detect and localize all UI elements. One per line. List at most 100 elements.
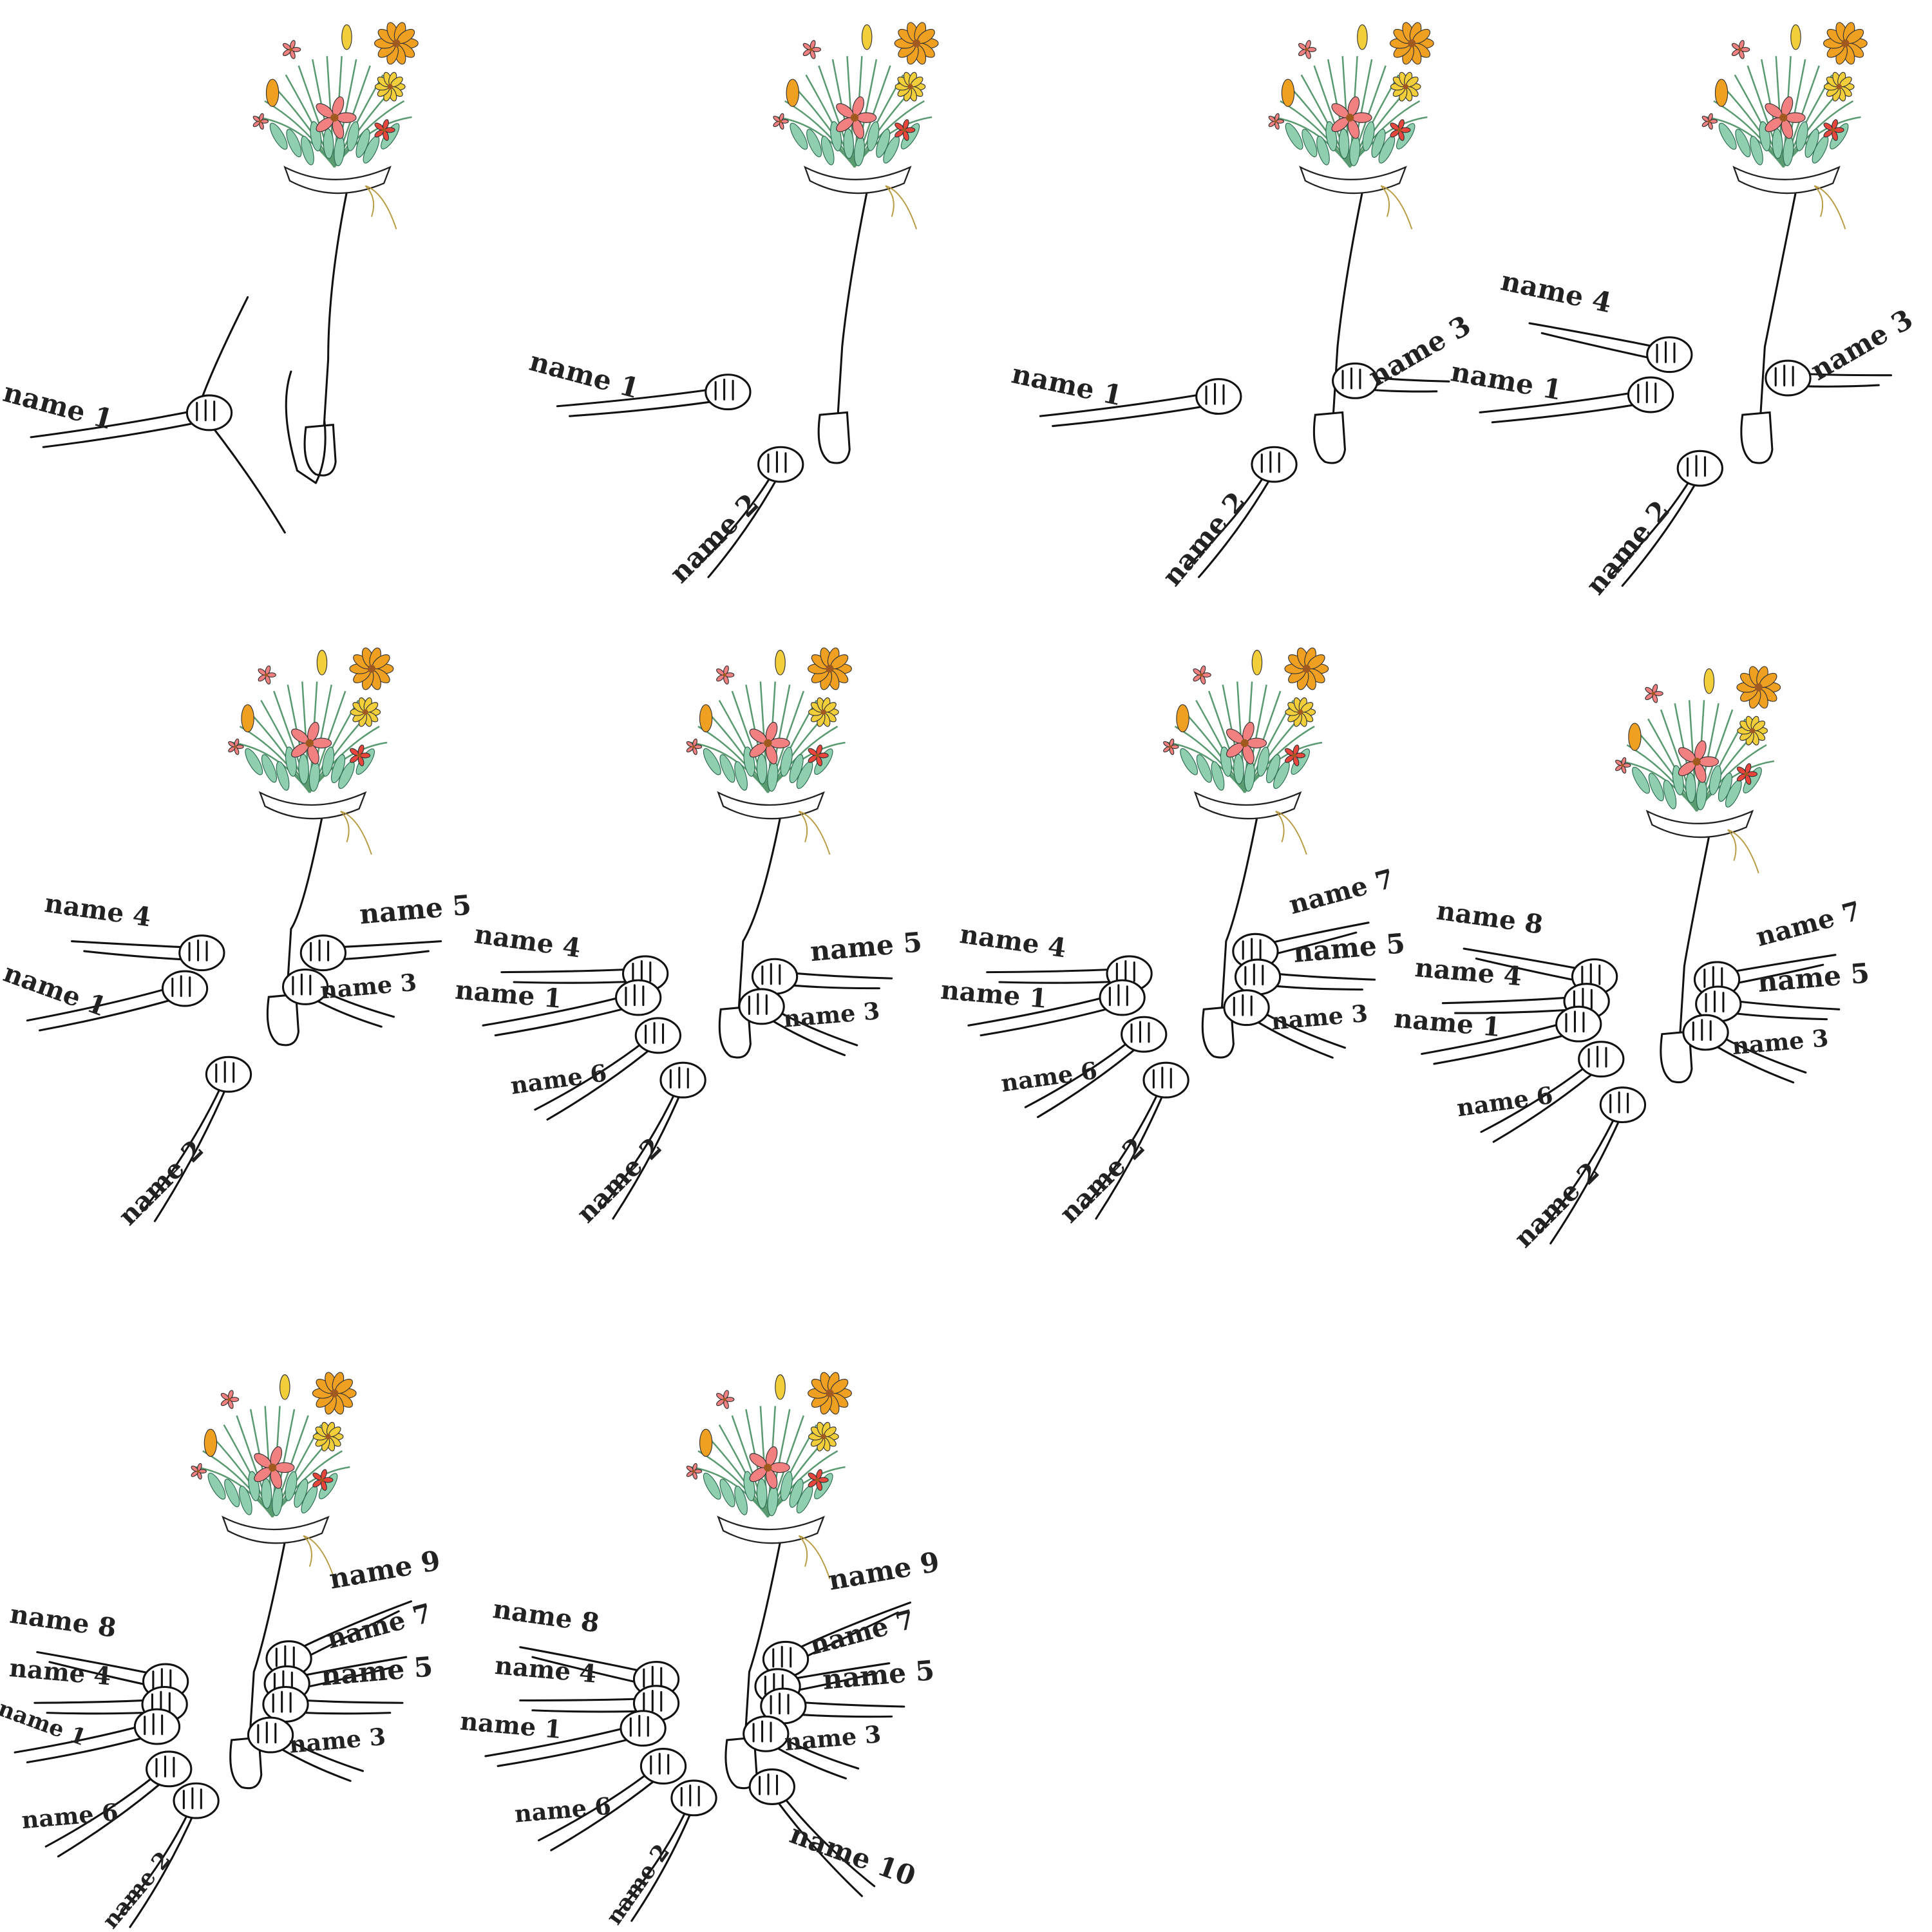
- name-label: name 6: [21, 1798, 119, 1834]
- hand-icon: [718, 1005, 752, 1059]
- hand-icon: [1201, 1005, 1235, 1059]
- name-label: name 1: [0, 1696, 90, 1751]
- hand-icon: [1740, 411, 1774, 464]
- flower-icon: [1298, 40, 1317, 59]
- parent-arm: [321, 191, 348, 460]
- flower-icon: [1390, 119, 1411, 141]
- name-label: name 3: [288, 1723, 386, 1759]
- name-label: name 5: [358, 888, 473, 930]
- flower-icon: [258, 665, 276, 685]
- flower-icon: [808, 1372, 852, 1415]
- name-label: name 4: [43, 887, 153, 933]
- parent-arm: [1677, 835, 1710, 1066]
- hand-icon: [1099, 979, 1146, 1016]
- flower-icon: [1284, 744, 1306, 766]
- hand-icon: [1578, 1041, 1625, 1078]
- child-hand: [1083, 1061, 1189, 1220]
- flower-icon: [1268, 113, 1285, 130]
- name-label: name 2: [663, 487, 764, 589]
- child-hand: [117, 1782, 220, 1928]
- child-hand: [247, 1716, 364, 1782]
- name-label: name 1: [0, 375, 117, 435]
- flower-bouquet-icon: [228, 647, 394, 855]
- flower-icon: [1678, 740, 1719, 783]
- name-label: name 6: [999, 1056, 1099, 1097]
- flower-icon: [895, 71, 926, 102]
- hand-icon: [173, 1782, 220, 1819]
- name-label: name 4: [1498, 264, 1615, 319]
- child-hand: [743, 1715, 860, 1780]
- flower-bouquet-icon: [1268, 22, 1434, 230]
- flower-icon: [808, 744, 829, 766]
- hand-icon: [615, 979, 662, 1016]
- child-hand: [1421, 1005, 1602, 1065]
- child-hand: [1682, 1014, 1807, 1084]
- hand-icon: [1555, 1005, 1602, 1043]
- child-hand: [1039, 378, 1242, 428]
- flower-icon: [808, 697, 839, 727]
- family-hands-panel-2: name 1 name 2: [526, 22, 939, 589]
- name-label: name 7: [1285, 863, 1397, 920]
- child-hand: [44, 1750, 193, 1858]
- flower-icon: [749, 721, 790, 764]
- flower-icon: [1163, 738, 1179, 755]
- hand-icon: [205, 1056, 252, 1093]
- name-label: name 8: [8, 1598, 118, 1644]
- name-label: name 1: [526, 345, 643, 404]
- hand-icon: [178, 934, 225, 972]
- child-hand: [762, 1601, 911, 1678]
- flower-icon: [1736, 666, 1781, 709]
- name-label: name 3: [783, 1720, 882, 1756]
- hand-icon: [1121, 1016, 1168, 1053]
- name-label: name 2: [98, 1847, 176, 1932]
- name-label: name 3: [782, 997, 881, 1033]
- flower-bouquet-icon: [1615, 666, 1781, 874]
- name-label: name 2: [1579, 494, 1676, 600]
- flower-icon: [808, 1421, 839, 1452]
- parent-arm: [1757, 191, 1797, 447]
- child-hand: [748, 1768, 876, 1897]
- hand-icon: [146, 1750, 193, 1788]
- child-hand: [482, 979, 662, 1037]
- flower-icon: [228, 738, 244, 755]
- name-label: name 1: [1009, 357, 1126, 412]
- name-label: name 2: [1054, 1132, 1151, 1229]
- flower-bouquet-icon: [686, 1372, 852, 1580]
- flower-icon: [374, 71, 406, 102]
- name-label: name 7: [323, 1597, 435, 1654]
- name-label: name 1: [940, 974, 1049, 1014]
- flower-icon: [716, 1390, 735, 1409]
- name-label: name 3: [1731, 1024, 1830, 1060]
- flower-bouquet-icon: [686, 647, 852, 855]
- hand-icon: [1142, 1061, 1189, 1099]
- flower-icon: [1823, 71, 1855, 102]
- child-hand: [1479, 376, 1674, 424]
- flower-icon: [374, 22, 419, 65]
- child-hand: [1528, 322, 1693, 374]
- flower-icon: [1823, 119, 1844, 141]
- flower-icon: [1285, 697, 1316, 727]
- child-hand: [760, 1687, 905, 1725]
- hand-icon: [1660, 1030, 1693, 1084]
- child-hand: [618, 1779, 717, 1922]
- hand-icon: [1234, 958, 1282, 996]
- name-label: name 4: [473, 918, 583, 964]
- flower-bouquet-icon: [773, 22, 939, 230]
- name-label: name 1: [0, 957, 111, 1023]
- child-hand: [30, 394, 233, 448]
- flower-icon: [686, 1463, 703, 1480]
- parent-arm: [742, 1540, 782, 1772]
- name-label: name 2: [571, 1132, 668, 1229]
- hand-icon: [757, 446, 804, 483]
- name-label: name 6: [509, 1059, 609, 1099]
- child-hand: [695, 446, 804, 578]
- hand-icon: [1312, 411, 1347, 464]
- flower-icon: [836, 96, 877, 139]
- child-hand: [26, 970, 209, 1032]
- name-label: name 7: [806, 1604, 918, 1661]
- name-label: name 4: [958, 918, 1068, 964]
